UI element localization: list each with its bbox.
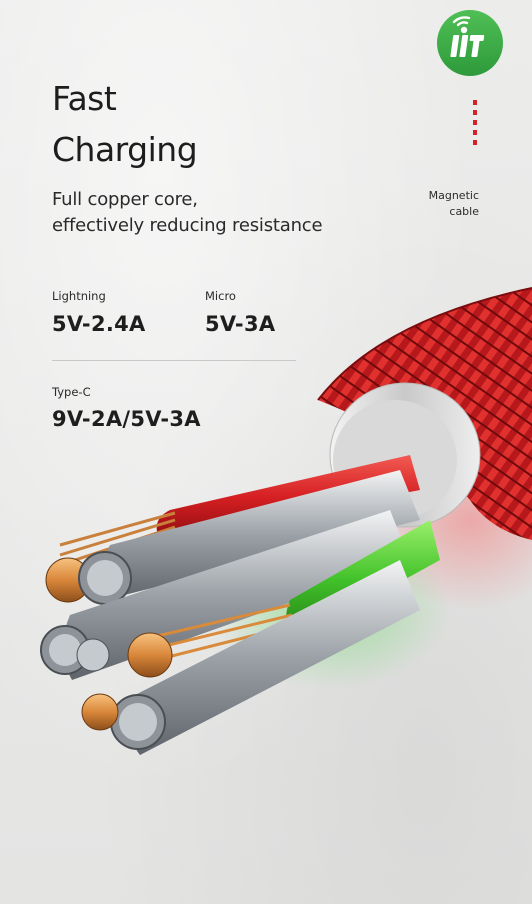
spec-label-micro: Micro: [205, 289, 236, 303]
spec-divider: [52, 360, 296, 361]
spec-label-lightning: Lightning: [52, 289, 106, 303]
subtitle-line-2: effectively reducing resistance: [52, 215, 323, 236]
red-dotted-accent: [473, 100, 477, 145]
cable-cross-section-illustration: [40, 287, 532, 755]
spec-value-micro: 5V-3A: [205, 312, 276, 336]
spec-label-typec: Type-C: [52, 385, 91, 399]
callout-line-2: cable: [449, 205, 479, 218]
page-title: Fast Charging: [52, 73, 198, 175]
title-line-1: Fast: [52, 79, 117, 118]
subtitle-line-1: Full copper core,: [52, 189, 198, 210]
spec-value-typec: 9V-2A/5V-3A: [52, 407, 201, 431]
magnetic-cable-callout: Magnetic cable: [429, 188, 479, 220]
spec-value-lightning: 5V-2.4A: [52, 312, 146, 336]
title-line-2: Charging: [52, 130, 198, 169]
callout-line-1: Magnetic: [428, 189, 479, 202]
subtitle: Full copper core, effectively reducing r…: [52, 187, 323, 239]
brand-badge-icon[interactable]: [436, 9, 504, 77]
